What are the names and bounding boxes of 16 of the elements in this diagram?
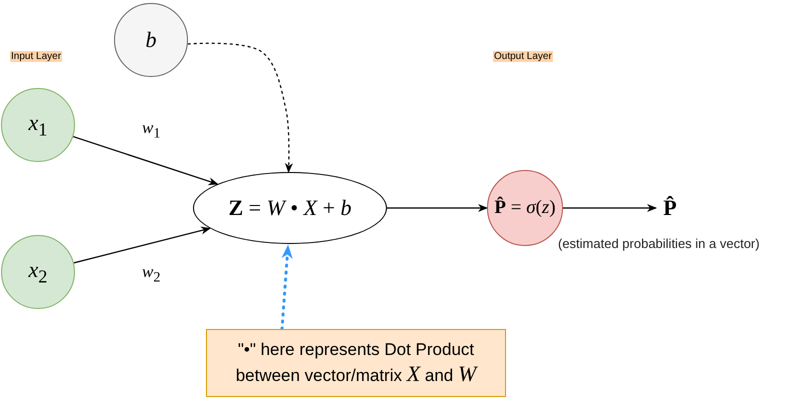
callout-note: "•" here represents Dot Product between vector/matrix X and W [206, 329, 506, 397]
arrow [72, 136, 218, 186]
weight-label: w$_{1}$ [142, 118, 160, 142]
leader-arrow [280, 244, 293, 330]
arrow [387, 204, 488, 212]
layer-label: Input Layer [10, 51, 62, 62]
formula-ellipse: Z = W • X + b [193, 172, 387, 244]
arrow [563, 204, 657, 212]
input-node: x$_{1}$ [1, 88, 75, 162]
weight-label: w$_{2}$ [142, 262, 160, 286]
arrow [74, 226, 211, 264]
output-symbol: P̂ [656, 194, 684, 222]
layer-label: Output Layer [493, 51, 553, 62]
bias-node: b [114, 3, 188, 77]
input-node: x$_{2}$ [1, 235, 75, 309]
arrow [188, 42, 293, 173]
